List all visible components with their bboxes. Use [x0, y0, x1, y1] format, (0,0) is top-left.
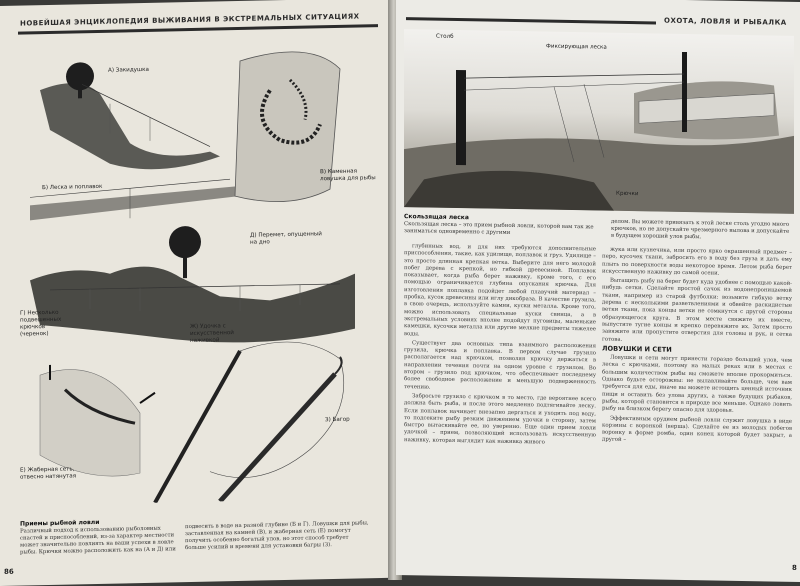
label-zh: Ж) Удочка с искусственной наживкой — [190, 323, 234, 345]
right-running-header: ОХОТА, ЛОВЛЯ И РЫБАЛКА — [664, 16, 787, 27]
right-text-column-2: жука или кузнечика, или просто ярко окра… — [602, 247, 792, 450]
header-rule-right — [406, 17, 656, 25]
illustration-b — [29, 178, 240, 221]
col1-paragraph-3: Забросьте грузило с крючком в то место, … — [404, 393, 596, 446]
photo-label-hooks: Крючки — [616, 190, 639, 198]
fishing-techniques-illustration — [29, 51, 355, 504]
label-g: Г) Несколько подвешенных крючков (черено… — [20, 309, 62, 338]
right-page: ОХОТА, ЛОВЛЯ И РЫБАЛКА Столб Фиксирующая… — [396, 0, 800, 582]
col2-paragraph-4: Эффективным орудием рыбной ловли служит … — [602, 415, 792, 444]
illustration-v — [234, 51, 341, 203]
left-caption-col2: подвесить в воде на разной глубине (Б и … — [185, 520, 369, 552]
photo-caption-right: делом. Вы можете привязать к этой леске … — [611, 218, 790, 241]
label-d: Д) Перемет, опущенный на дно — [250, 231, 322, 246]
trot-line-illustration — [404, 29, 794, 214]
left-page-number: 86 — [4, 567, 14, 576]
label-v: В) Каменная ловушка для рыбы — [320, 168, 376, 183]
illustration-e — [39, 364, 156, 477]
col1-paragraph-2: Существует два основных типа взаимного р… — [404, 340, 596, 391]
right-page-number: 8 — [792, 563, 797, 572]
photo-caption-title: Скользящая леска — [404, 213, 469, 222]
left-caption-text-1: Различный подход к использованию рыболов… — [20, 525, 176, 556]
illustration-z — [218, 356, 343, 504]
photo-caption: Скользящая леска Скользящая леска – это … — [404, 213, 594, 238]
illustration-a — [40, 62, 220, 170]
col1-paragraph-1: глубинных вод, и для них требуются допол… — [404, 243, 596, 337]
col2-paragraph-3: Ловушки и сети могут принести гораздо бо… — [602, 354, 792, 415]
left-caption-col1: Приемы рыбной ловли Различный подход к и… — [20, 517, 180, 556]
photo-label-line: Фиксирующая леска — [546, 43, 607, 51]
trot-line-drawing — [404, 51, 794, 214]
left-page: НОВЕЙШАЯ ЭНЦИКЛОПЕДИЯ ВЫЖИВАНИЯ В ЭКСТРЕ… — [0, 0, 392, 586]
photo-caption-text: Скользящая леска – это прием рыбной ловл… — [404, 221, 594, 236]
right-text-column-1: глубинных вод, и для них требуются допол… — [404, 243, 596, 449]
col2-paragraph-1: жука или кузнечика, или просто ярко окра… — [602, 246, 792, 277]
illustration-d — [30, 226, 355, 343]
col2-paragraph-2: Вытащить рыбу на берег будет куда удобне… — [602, 277, 792, 343]
label-e: Е) Жаберная сеть, отвесно натянутая — [20, 466, 77, 481]
photo-label-post: Столб — [436, 33, 454, 40]
label-z: З) Багор — [325, 416, 350, 424]
illustration-zh — [153, 341, 345, 504]
